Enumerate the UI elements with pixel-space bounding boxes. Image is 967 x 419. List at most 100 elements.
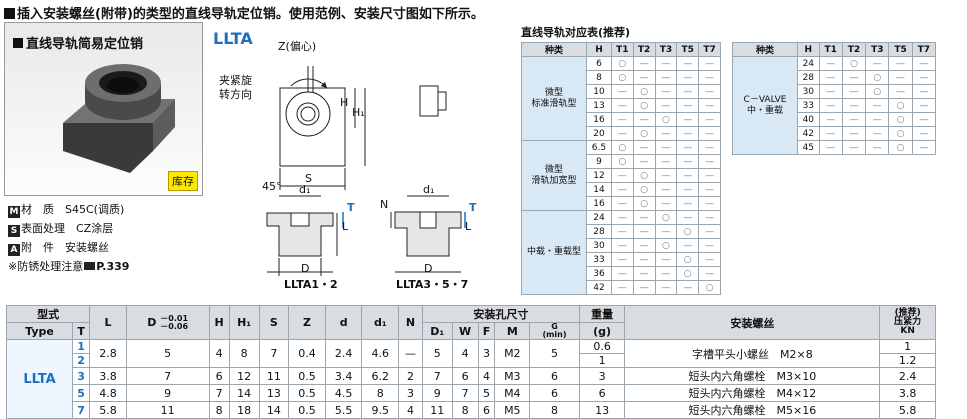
rail-cell-none: —	[654, 126, 678, 141]
rail-cell-match: ○	[654, 238, 678, 253]
rail-cell-none: —	[632, 224, 656, 239]
cell-d: 5	[125, 339, 210, 368]
header-W: W	[451, 322, 479, 340]
rail-row: 16——○——	[522, 112, 721, 127]
cell-z: 0.4	[288, 339, 326, 368]
header-H1: H₁	[228, 305, 260, 340]
cell-l: 4.8	[89, 384, 127, 402]
cell-f: 3	[477, 339, 496, 368]
cell-force: 1	[879, 339, 936, 354]
cell-w: 4	[451, 339, 479, 368]
rail-cell-none: —	[888, 70, 913, 85]
cell-d: 9	[125, 384, 210, 402]
header-G: G(min)	[529, 322, 580, 340]
cell-weight: 13	[578, 401, 626, 419]
rail-cell-none: —	[698, 140, 721, 155]
cell-d: 4.5	[324, 384, 363, 402]
cell-z: 0.5	[288, 367, 326, 385]
rail-header: 种类	[732, 42, 798, 57]
cell-w: 7	[451, 384, 479, 402]
rail-cell-none: —	[632, 70, 656, 85]
cell-m: M5	[494, 401, 531, 419]
rail-cell-none: —	[865, 140, 890, 155]
header-L: L	[89, 305, 127, 340]
rail-cell-none: —	[865, 112, 890, 127]
rail-cell-none: —	[698, 168, 721, 183]
rail-row: 20—○———	[522, 126, 721, 141]
rail-cell-h: 30	[797, 84, 820, 99]
cell-d1: 11	[421, 401, 453, 419]
rail-cell-match: ○	[888, 98, 913, 113]
rail-cell-none: —	[676, 140, 700, 155]
rail-row: 10—○———	[522, 84, 721, 99]
variant-label-1: LLTA1・2	[284, 278, 338, 291]
label-d1-b: d₁	[423, 183, 435, 196]
rail-cell-none: —	[632, 280, 656, 295]
cell-m: M3	[494, 367, 531, 385]
rail-cell-none: —	[911, 70, 937, 85]
rail-cell-none: —	[610, 98, 634, 113]
rail-cell-match: ○	[888, 140, 913, 155]
cell-d: 2.4	[324, 339, 363, 368]
cell-d: 7	[125, 367, 210, 385]
rail-cell-match: ○	[610, 154, 634, 169]
rail-cell-match: ○	[888, 112, 913, 127]
header-D: D －0.01－0.06	[125, 305, 210, 340]
rail-cell-none: —	[676, 70, 700, 85]
header-type: Type	[5, 322, 74, 340]
product-image	[63, 64, 175, 173]
variant-label-2: LLTA3・5・7	[396, 278, 469, 291]
rail-cell-match: ○	[865, 70, 890, 85]
rail-cell-none: —	[610, 196, 634, 211]
rail-cell-none: —	[911, 112, 937, 127]
cell-d: 3.4	[324, 367, 363, 385]
rail-header: H	[797, 42, 820, 57]
rail-header: T1	[818, 42, 843, 57]
rail-cell-match: ○	[888, 126, 913, 141]
rail-cell-none: —	[676, 168, 700, 183]
cell-w: 8	[451, 401, 479, 419]
cell-f: 6	[477, 401, 496, 419]
label-h: H	[340, 96, 349, 109]
rail-cell-none: —	[654, 84, 678, 99]
rail-cell-none: —	[632, 266, 656, 281]
header-t: T	[72, 322, 91, 340]
rail-row: 16—○———	[522, 196, 721, 211]
rail-cell-none: —	[698, 154, 721, 169]
cell-t: 5	[72, 384, 91, 402]
cell-h: 6	[208, 367, 230, 385]
cell-s: 7	[258, 339, 290, 368]
rail-cell-none: —	[698, 98, 721, 113]
cell-d1: 7	[421, 367, 453, 385]
rail-cell-none: —	[841, 112, 867, 127]
rail-cell-none: —	[610, 112, 634, 127]
rail-cell-none: —	[632, 140, 656, 155]
rail-cell-none: —	[676, 196, 700, 211]
rail-cell-none: —	[676, 126, 700, 141]
rail-header: H	[586, 42, 612, 57]
rail-cell-none: —	[610, 238, 634, 253]
label-l-b: L	[465, 220, 472, 233]
rail-cell-h: 14	[586, 182, 612, 197]
rail-cell-h: 40	[797, 112, 820, 127]
rail-cell-match: ○	[610, 140, 634, 155]
cell-t: 3	[72, 367, 91, 385]
cell-h1: 14	[228, 384, 260, 402]
cell-screw: 短头内六角螺栓 M4×12	[624, 384, 881, 402]
rust-note-link[interactable]: P.339	[96, 260, 130, 273]
type-name: LLTA	[5, 339, 74, 419]
cell-s: 13	[258, 384, 290, 402]
rail-cell-none: —	[698, 210, 721, 225]
cell-h: 8	[208, 401, 230, 419]
cell-d1: 4.6	[361, 339, 400, 368]
cell-force: 1.2	[879, 353, 936, 368]
rail-cell-h: 8	[586, 70, 612, 85]
rail-cell-match: ○	[654, 210, 678, 225]
cell-g: 6	[529, 384, 580, 402]
rail-cell-none: —	[698, 126, 721, 141]
rail-group-name: 微型 标准滑轨型	[521, 56, 587, 141]
